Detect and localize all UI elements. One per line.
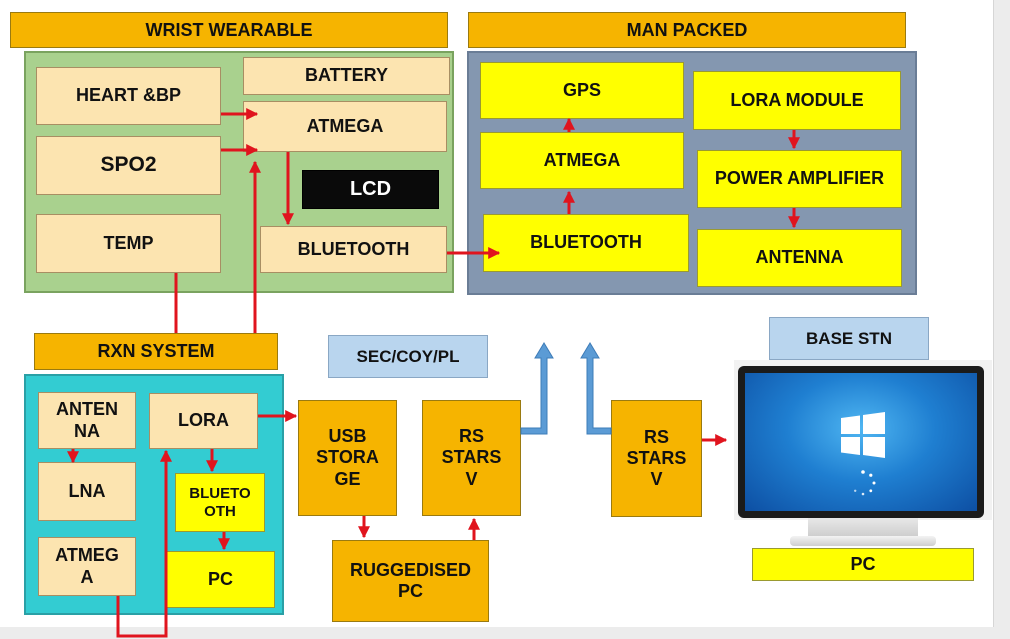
sec-ruggedised-pc-block: RUGGEDISED PC: [332, 540, 489, 622]
sec-rs-stars-block: RS STARS V: [422, 400, 521, 516]
monitor-screen: [745, 373, 977, 511]
wrist-lcd-block: LCD: [302, 170, 439, 209]
rxn-pc-block: PC: [166, 551, 275, 608]
monitor-bezel: [738, 366, 984, 518]
pc-monitor-illustration: [734, 360, 992, 580]
wrist-temp-block: TEMP: [36, 214, 221, 273]
base-stn-label: BASE STN: [769, 317, 929, 360]
wrist-bluetooth-block: BLUETOOTH: [260, 226, 447, 273]
rxn-system-heading: RXN SYSTEM: [34, 333, 278, 370]
rxn-antenna-block: ANTEN NA: [38, 392, 136, 449]
base-rs-stars-block: RS STARS V: [611, 400, 702, 517]
wrist-spo2-block: SPO2: [36, 136, 221, 195]
wrist-wearable-heading: WRIST WEARABLE: [10, 12, 448, 48]
man-bluetooth-block: BLUETOOTH: [483, 214, 689, 272]
rxn-atmega-block: ATMEG A: [38, 537, 136, 596]
page-right-edge: [993, 0, 1010, 639]
man-packed-heading: MAN PACKED: [468, 12, 906, 48]
wrist-atmega-block: ATMEGA: [243, 101, 447, 152]
man-atmega-block: ATMEGA: [480, 132, 684, 189]
man-power-amplifier-block: POWER AMPLIFIER: [697, 150, 902, 208]
man-lora-module-block: LORA MODULE: [693, 71, 901, 130]
man-antenna-block: ANTENNA: [697, 229, 902, 287]
sec-usb-storage-block: USB STORA GE: [298, 400, 397, 516]
rxn-lora-block: LORA: [149, 393, 258, 449]
uplink-arrow-rs-stars: [520, 342, 554, 435]
sec-coy-pl-label: SEC/COY/PL: [328, 335, 488, 378]
base-pc-label: PC: [752, 548, 974, 581]
monitor-neck: [808, 518, 918, 540]
loading-spinner-icon: [854, 470, 876, 496]
wrist-heart-bp-block: HEART &BP: [36, 67, 221, 125]
rxn-bluetooth-block: BLUETO OTH: [175, 473, 265, 532]
uplink-arrow-base-rs: [580, 342, 612, 435]
page-bottom-edge: [0, 627, 1010, 639]
windows-logo-icon: [841, 412, 885, 458]
monitor-stand-base: [790, 536, 936, 546]
rxn-lna-block: LNA: [38, 462, 136, 521]
man-gps-block: GPS: [480, 62, 684, 119]
wrist-battery-block: BATTERY: [243, 57, 450, 95]
